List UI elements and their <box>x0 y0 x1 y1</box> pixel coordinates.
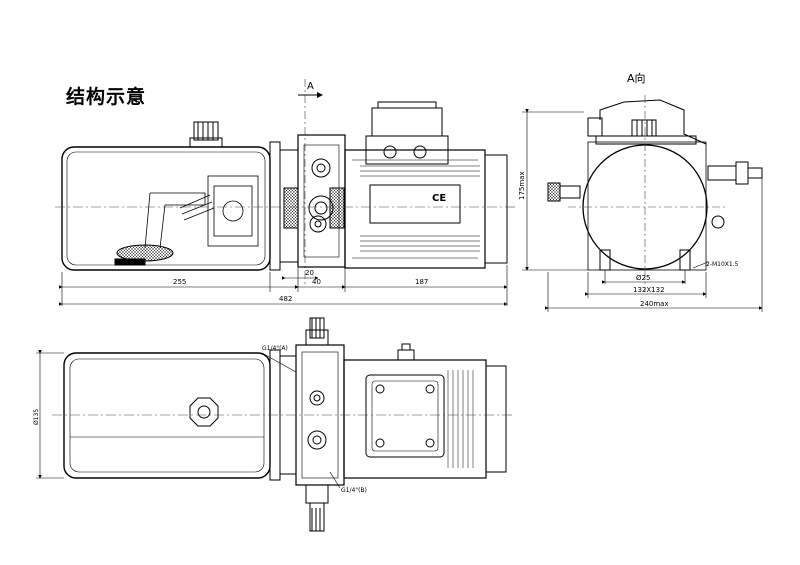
internal-pump <box>144 175 259 249</box>
top-motor-fins <box>447 370 474 468</box>
top-filler-cap-icon <box>189 397 219 427</box>
dim-block-width: 40 <box>312 278 321 286</box>
view-a-arrow: A <box>298 79 323 284</box>
nameplate <box>369 184 461 224</box>
dim-height: 175max <box>518 171 526 200</box>
dim-total-length: 482 <box>279 295 292 303</box>
end-view-dimensions <box>522 109 763 312</box>
motor-body <box>344 149 486 269</box>
top-tank <box>63 352 271 479</box>
dim-circle: Ø25 <box>636 274 650 282</box>
port-a-label: G1/4"(A) <box>262 345 288 352</box>
top-motor-body <box>343 359 487 479</box>
view-a-arrow-label: A <box>307 81 314 92</box>
junction-box <box>371 107 443 137</box>
dim-bolt: 2-M10X1.5 <box>706 261 739 268</box>
dim-tank-diameter: Ø135 <box>33 409 40 425</box>
dim-motor-length: 187 <box>415 278 428 286</box>
tank-flange <box>269 141 281 271</box>
end-view <box>547 95 763 292</box>
end-view-filler-cap-icon <box>631 119 657 137</box>
top-view-dimensions <box>36 350 341 489</box>
fitting-right <box>707 165 737 181</box>
port-b-label: G1/4"(B) <box>341 487 367 494</box>
motor-fins <box>360 165 480 252</box>
top-view <box>52 317 515 532</box>
dim-width: 240max <box>640 300 669 308</box>
ce-mark: CE <box>432 193 446 204</box>
view-a-label: A向 <box>627 71 646 85</box>
drawing-title: 结构示意 <box>66 86 147 108</box>
dim-flange-offset: 20 <box>305 269 314 277</box>
fitting-left <box>559 185 581 199</box>
side-view-dimensions <box>59 265 508 306</box>
dim-mount-square: 132X132 <box>633 286 665 294</box>
filler-cap-icon <box>189 121 223 148</box>
side-view: CE <box>55 101 515 271</box>
dim-tank-length: 255 <box>173 278 186 286</box>
